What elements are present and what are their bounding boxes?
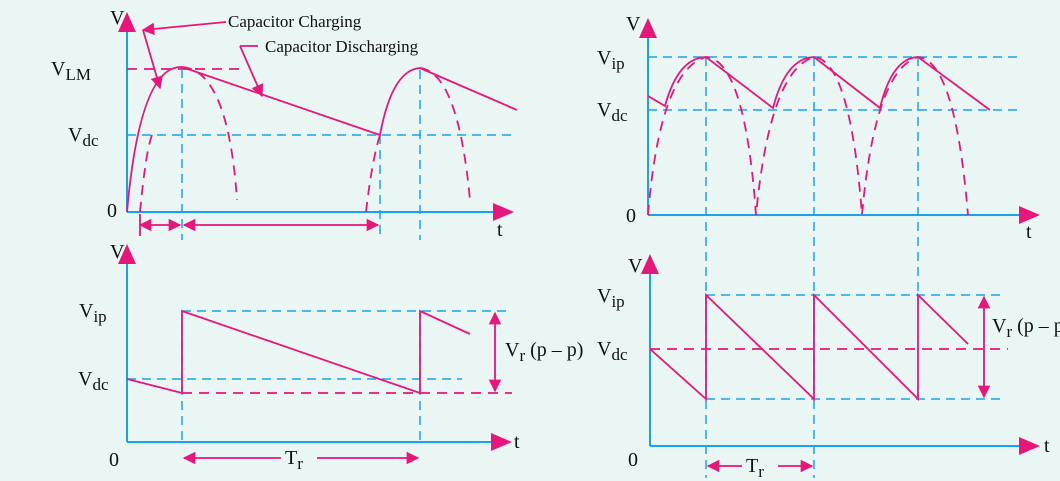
right-top-graph: V t 0 Vip Vdc: [597, 13, 1040, 295]
x-axis-arrowhead: [1019, 206, 1040, 224]
origin-label: 0: [109, 449, 119, 471]
x-axis-label: t: [514, 431, 520, 453]
left-top-graph: V t 0 VLM Vdc Capacitor Charging Capacit…: [51, 7, 518, 241]
unfiltered-half-cycle-2: [419, 67, 471, 201]
charging-curve: [126, 66, 183, 213]
period-label-bg: [281, 445, 317, 471]
unfiltered-half-cycle-1-start: [139, 134, 153, 213]
y-axis-label: V: [110, 7, 125, 29]
unfiltered-full-wave: [647, 56, 969, 216]
y-axis-arrowhead: [641, 254, 659, 274]
period-label: Tr: [285, 447, 303, 473]
x-axis-label: t: [1026, 221, 1032, 243]
charging-pointer: [141, 21, 227, 36]
discharging-pointer-2: [239, 45, 264, 98]
ripple-pp-label: Vr (p – p: [992, 315, 1060, 341]
y-axis-arrowhead: [118, 12, 136, 32]
vdc-label: Vdc: [78, 368, 109, 394]
y-axis-label: V: [110, 241, 125, 263]
vip-label: Vip: [79, 300, 107, 326]
second-discharge: [419, 67, 518, 111]
capacitor-charging-label: Capacitor Charging: [228, 12, 362, 31]
vip-label: Vip: [597, 285, 625, 311]
vdc-label: Vdc: [597, 338, 628, 364]
vip-label: Vip: [597, 47, 625, 73]
y-axis-label: V: [626, 13, 641, 35]
origin-label: 0: [626, 205, 636, 227]
x-axis-label: t: [1044, 435, 1050, 457]
y-axis-label: V: [628, 255, 643, 277]
x-axis-label: t: [497, 219, 503, 241]
x-axis-arrowhead: [1019, 437, 1040, 455]
x-axis-arrowhead: [493, 203, 514, 221]
ripple-pp-label: Vr (p – p): [505, 339, 583, 365]
period-label-bg: [742, 453, 778, 479]
left-bottom-graph: V t 0 Vip Vdc Vr (p – p) Tr: [78, 241, 583, 473]
unfiltered-half-cycle-2-start: [365, 134, 381, 213]
period-label: Tr: [746, 455, 764, 481]
charging-pointer-2: [142, 29, 163, 90]
vdc-label: Vdc: [68, 124, 99, 150]
x-axis-arrowhead: [491, 433, 512, 451]
origin-label: 0: [628, 449, 638, 471]
discharging-slope: [181, 66, 381, 136]
ripple-waveform: [649, 292, 969, 402]
unfiltered-half-cycle-1: [181, 66, 238, 201]
y-axis-arrowhead: [118, 244, 136, 264]
right-bottom-graph: V t 0 Vip Vdc Vr (p – p Tr: [597, 254, 1060, 481]
origin-label: 0: [107, 200, 117, 222]
vlm-label: VLM: [51, 58, 91, 84]
recharging-curve: [379, 67, 421, 136]
capacitor-discharging-label: Capacitor Discharging: [265, 37, 419, 56]
vdc-label: Vdc: [597, 99, 628, 125]
ripple-waveform: [126, 309, 471, 395]
y-axis-arrowhead: [639, 18, 657, 38]
filtered-output: [647, 56, 991, 111]
